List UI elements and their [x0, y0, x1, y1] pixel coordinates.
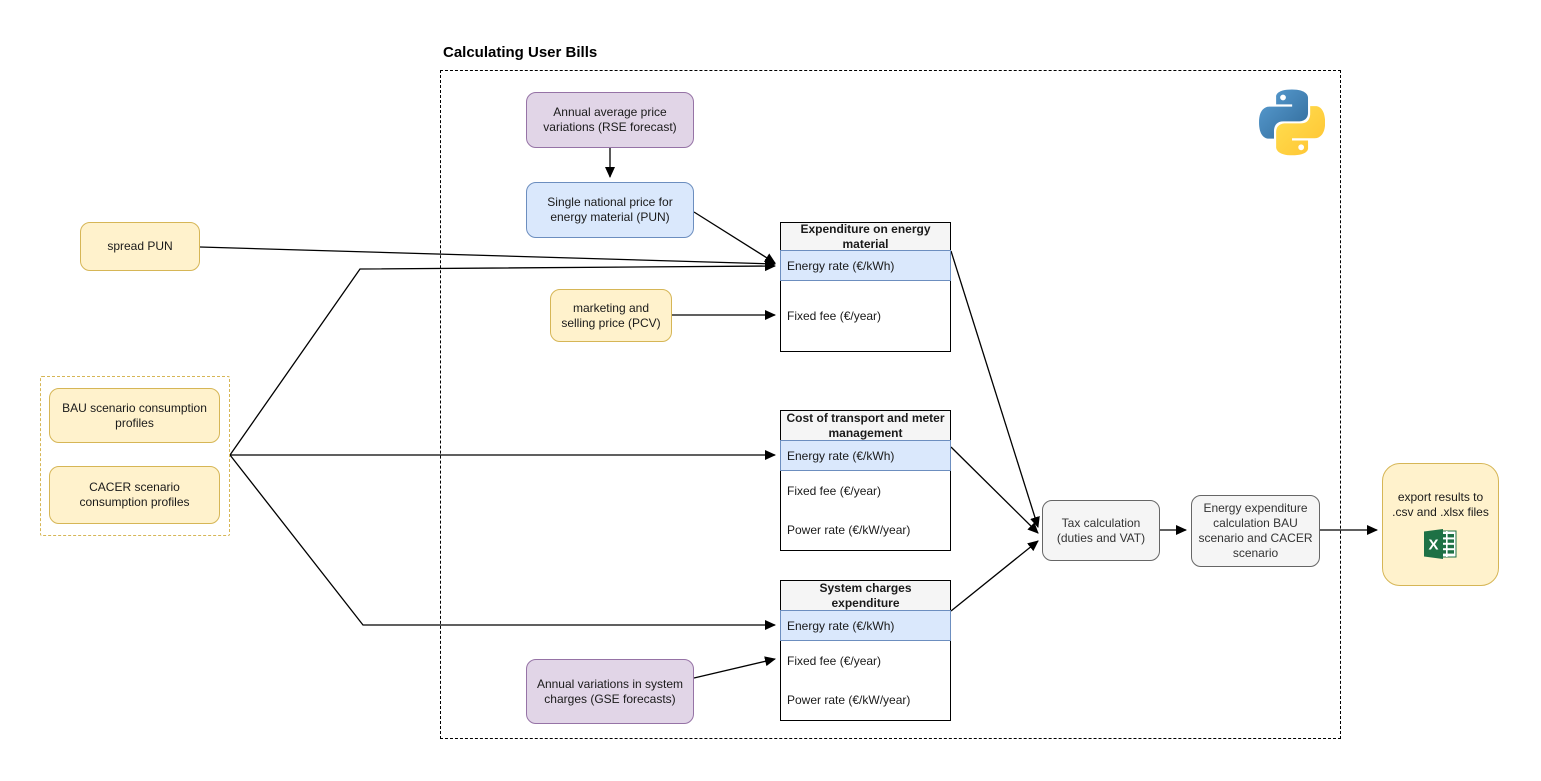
node-label: Energy expenditure calculation BAU scena…	[1198, 501, 1313, 560]
node-single-national-price-pun: Single national price for energy materia…	[526, 182, 694, 238]
python-process-frame	[440, 70, 1341, 739]
table-row: Fixed fee (€/year)	[781, 471, 950, 510]
node-cacer-consumption-profiles: CACER scenario consumption profiles	[49, 466, 220, 524]
python-logo-icon	[1259, 89, 1326, 156]
table-row: Fixed fee (€/year)	[781, 641, 950, 680]
table-expenditure-energy-material: Expenditure on energy material Energy ra…	[780, 222, 951, 352]
table-row: Power rate (€/kW/year)	[781, 510, 950, 549]
svg-text:X: X	[1428, 537, 1438, 554]
node-annual-price-variations: Annual average price variations (RSE for…	[526, 92, 694, 148]
node-label: BAU scenario consumption profiles	[62, 400, 207, 430]
node-label: CACER scenario consumption profiles	[79, 480, 190, 509]
table-row: Energy rate (€/kWh)	[780, 250, 951, 281]
table-system-charges-expenditure: System charges expenditure Energy rate (…	[780, 580, 951, 721]
consumption-profiles-group	[40, 376, 230, 536]
excel-icon: X	[1423, 529, 1458, 559]
node-system-charges-variations-gse: Annual variations in system charges (GSE…	[526, 659, 694, 724]
node-label: Tax calculation (duties and VAT)	[1056, 515, 1146, 545]
table-row: Energy rate (€/kWh)	[780, 440, 951, 471]
node-label: marketing and selling price (PCV)	[561, 300, 661, 330]
table-row: Power rate (€/kW/year)	[781, 680, 950, 719]
table-header: Cost of transport and meter management	[781, 411, 950, 441]
node-spread-pun: spread PUN	[80, 222, 200, 271]
node-energy-expenditure-calculation: Energy expenditure calculation BAU scena…	[1191, 495, 1320, 567]
table-header: System charges expenditure	[781, 581, 950, 611]
diagram-title: Calculating User Bills	[443, 44, 598, 61]
table-header: Expenditure on energy material	[781, 222, 950, 251]
table-row: Fixed fee (€/year)	[781, 281, 950, 351]
node-label: Single national price for energy materia…	[547, 195, 673, 224]
node-label: export results to .csv and .xlsx files	[1392, 490, 1489, 519]
node-bau-consumption-profiles: BAU scenario consumption profiles	[49, 388, 220, 443]
node-label: Annual average price variations (RSE for…	[543, 105, 677, 134]
node-label: Annual variations in system charges (GSE…	[536, 676, 684, 706]
table-row: Energy rate (€/kWh)	[780, 610, 951, 641]
node-label: spread PUN	[107, 239, 173, 253]
node-export-results: export results to .csv and .xlsx files X	[1382, 463, 1499, 586]
node-tax-calculation: Tax calculation (duties and VAT)	[1042, 500, 1160, 561]
node-marketing-selling-price-pcv: marketing and selling price (PCV)	[550, 289, 672, 342]
table-transport-meter-management: Cost of transport and meter management E…	[780, 410, 951, 551]
